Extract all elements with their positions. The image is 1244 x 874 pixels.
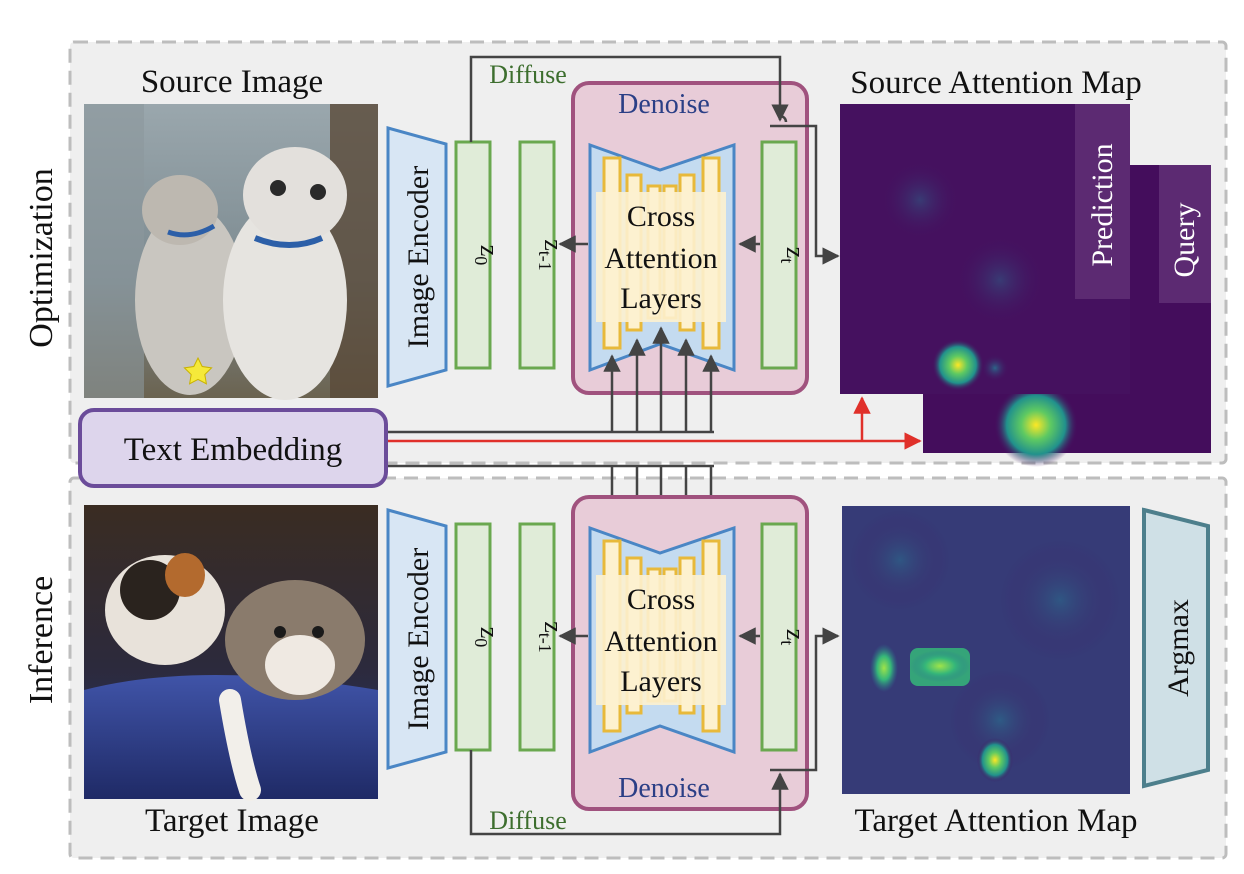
target-attention-map-title: Target Attention Map [854, 803, 1137, 839]
svg-text:zt: zt [777, 247, 810, 264]
text-embedding-to-maps [388, 396, 922, 450]
argmax-block: Argmax [1142, 507, 1210, 789]
source-attention-map-title: Source Attention Map [850, 65, 1141, 101]
diffuse-path-top [469, 55, 790, 142]
diffuse-label-top: Diffuse [489, 60, 567, 89]
svg-text:Argmax: Argmax [1162, 599, 1195, 697]
text-embedding-box: Text Embedding [78, 408, 388, 488]
target-attention-map [842, 506, 1130, 794]
svg-text:Attention: Attention [604, 242, 717, 275]
image-encoder-bottom: Image Encoder [386, 508, 448, 770]
latent-zt-top: zt [760, 140, 810, 370]
target-image [84, 505, 378, 801]
diffuse-label-bottom: Diffuse [489, 806, 567, 835]
svg-text:zt: zt [777, 629, 810, 646]
svg-text:Layers: Layers [620, 665, 702, 698]
latent-z0-bottom: z0 [454, 522, 504, 752]
diffuse-path-bottom [469, 750, 790, 836]
svg-text:Cross: Cross [627, 200, 695, 233]
svg-text:zt-1: zt-1 [535, 621, 568, 653]
source-image [84, 104, 378, 400]
svg-text:z0: z0 [471, 245, 504, 266]
image-encoder-top: Image Encoder [386, 126, 448, 388]
latent-z0-top: z0 [454, 140, 504, 370]
arrow-to-target-map [790, 627, 840, 772]
svg-text:Layers: Layers [620, 282, 702, 315]
latent-zt-1-bottom: zt-1 [518, 522, 568, 752]
svg-text:Image Encoder: Image Encoder [402, 548, 435, 730]
text-embedding-feeds-top [388, 326, 720, 434]
latent-zt-bottom: zt [760, 522, 810, 752]
inference-label: Inference [23, 576, 60, 704]
svg-text:Text Embedding: Text Embedding [124, 432, 343, 468]
svg-text:zt-1: zt-1 [535, 239, 568, 271]
query-label: Query [1168, 203, 1201, 278]
prediction-label: Prediction [1086, 143, 1119, 266]
prediction-map: Prediction [840, 104, 1130, 394]
latent-zt-1-top: zt-1 [518, 140, 568, 370]
denoise-block-bottom: Cross Attention Layers Denoise [571, 495, 809, 811]
star-icon [183, 356, 213, 385]
svg-text:Image Encoder: Image Encoder [402, 166, 435, 348]
source-image-title: Source Image [141, 64, 323, 100]
svg-text:Denoise: Denoise [618, 773, 710, 804]
target-image-title: Target Image [145, 803, 319, 839]
svg-text:Attention: Attention [604, 625, 717, 658]
denoise-block-top: Denoise Cross Attention Layers [571, 81, 809, 395]
arrow-to-source-map [808, 124, 840, 265]
svg-text:Denoise: Denoise [618, 89, 710, 120]
svg-text:z0: z0 [471, 627, 504, 648]
svg-text:Cross: Cross [627, 583, 695, 616]
optimization-label: Optimization [23, 168, 60, 347]
